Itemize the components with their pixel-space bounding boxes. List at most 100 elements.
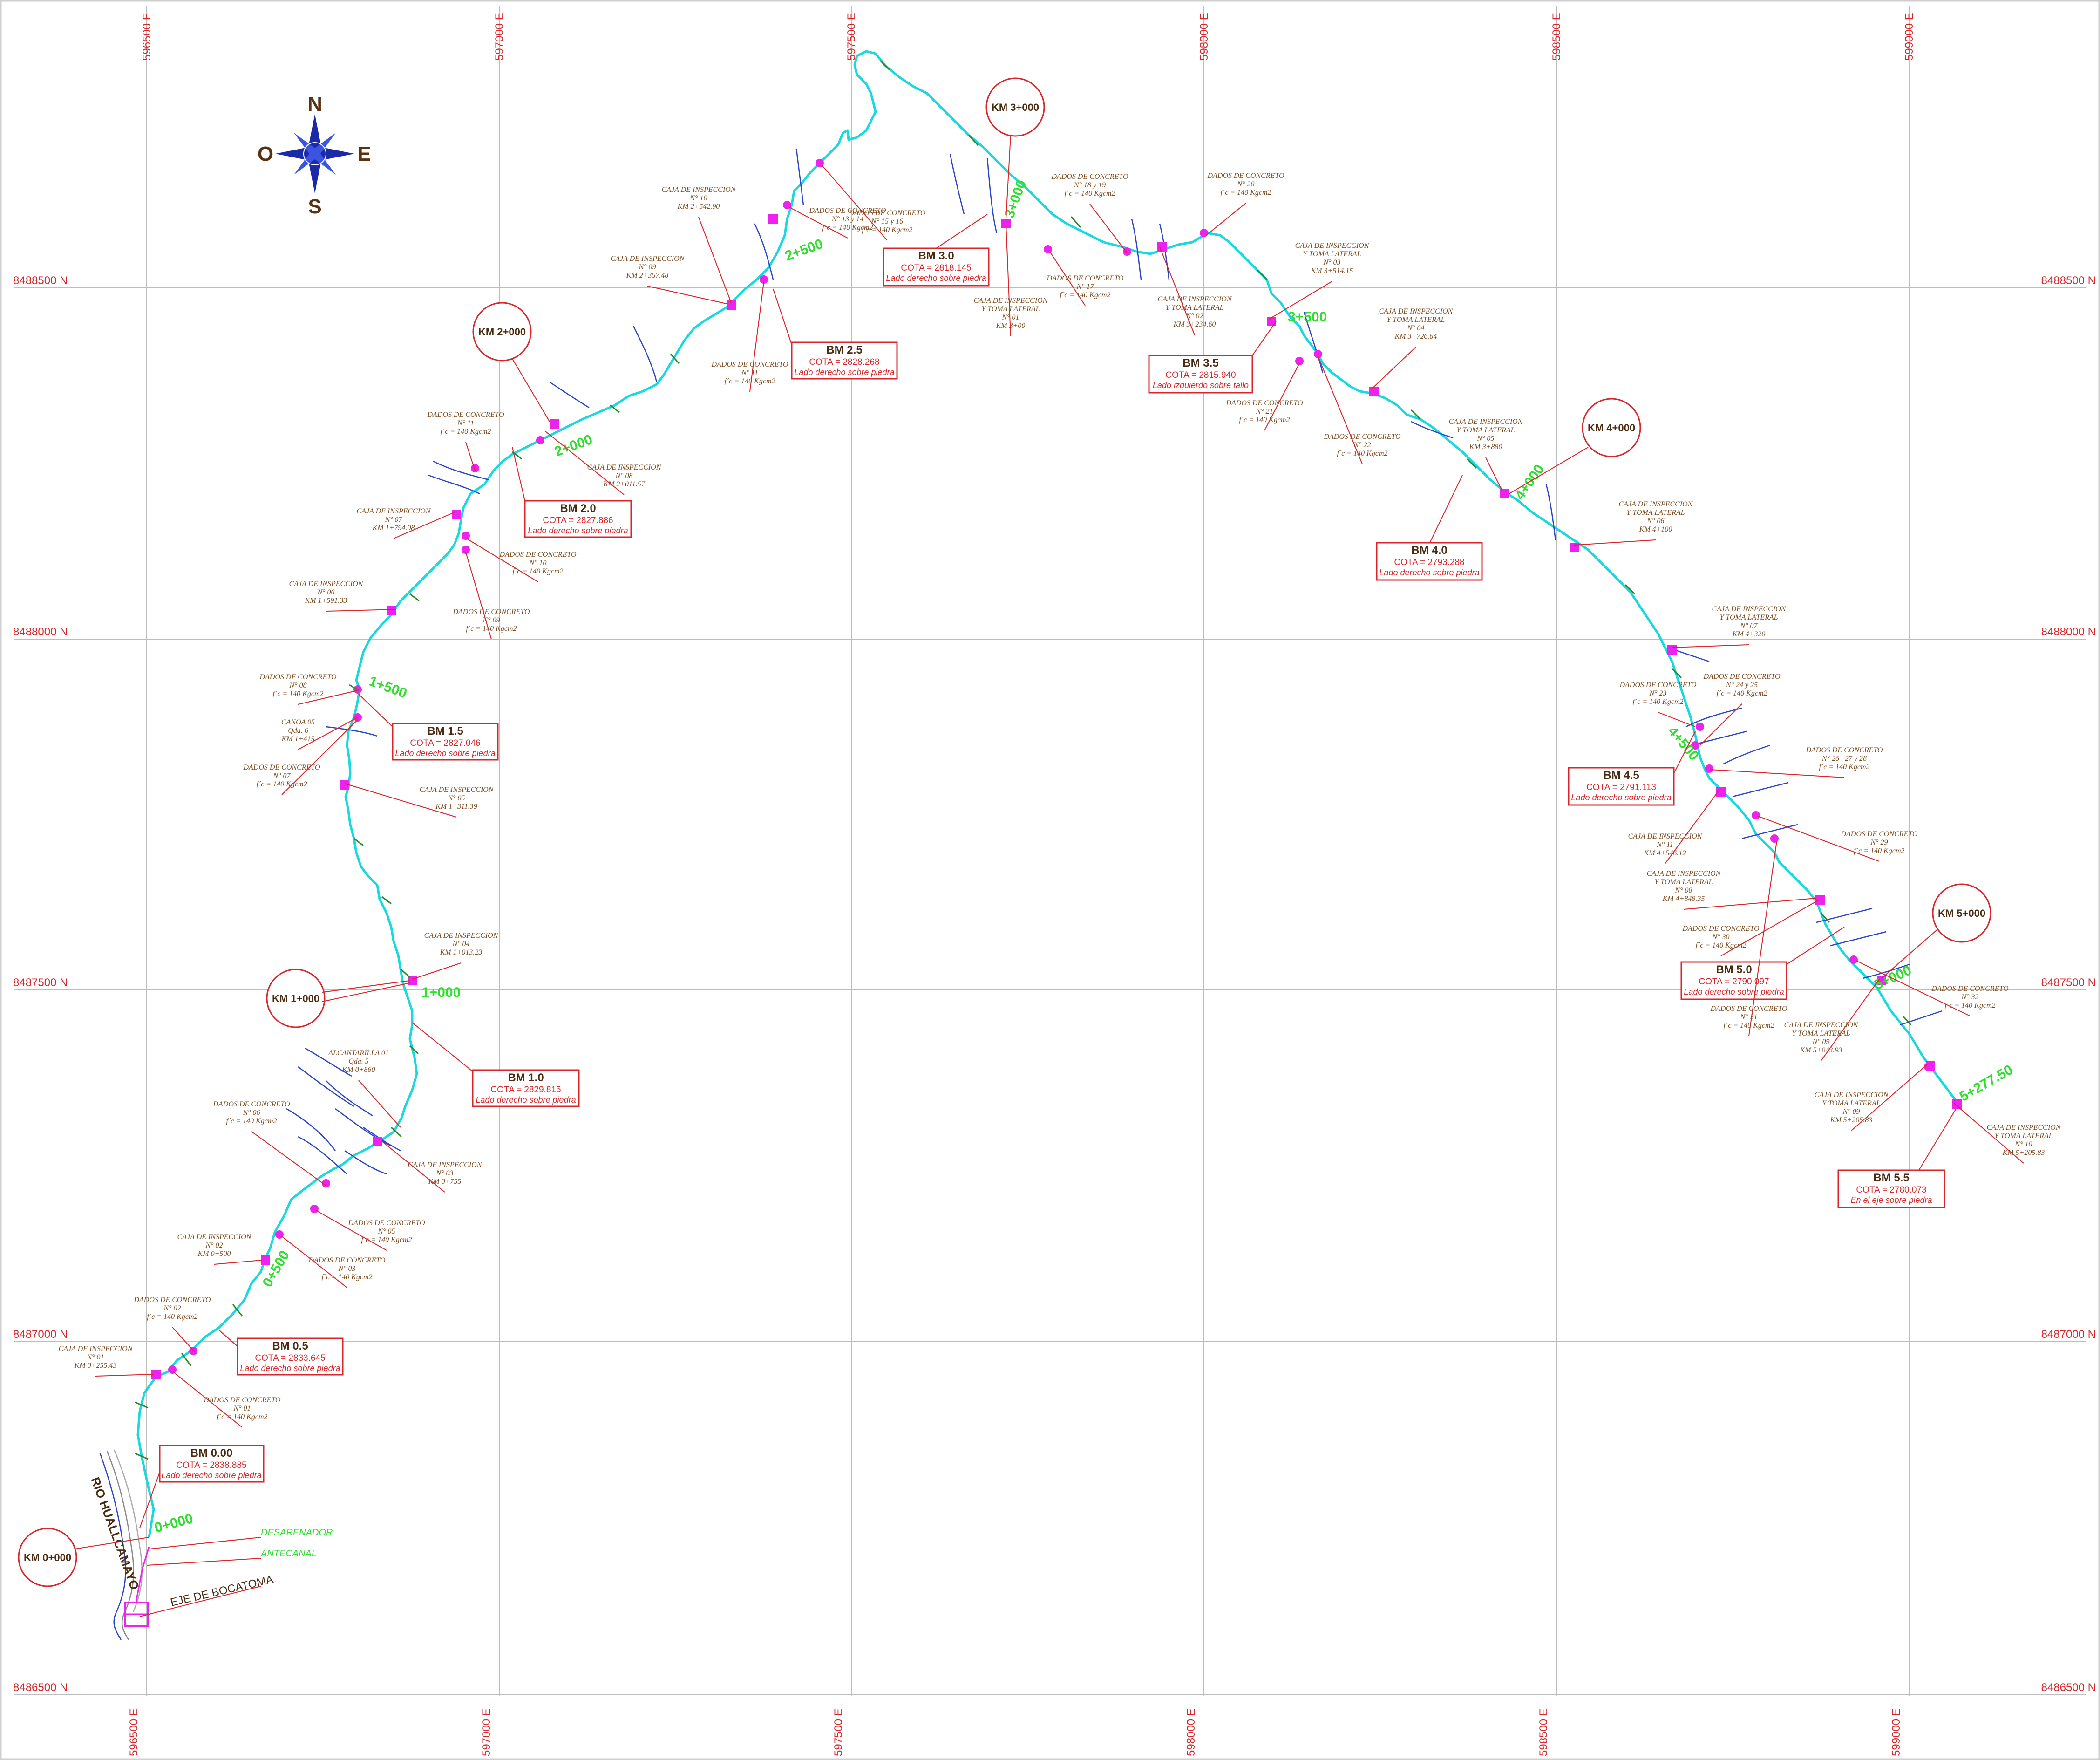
benchmark-box: BM 2.5 COTA = 2828.268 Lado derecho sobr… (773, 288, 898, 380)
benchmark-box: BM 0.00 COTA = 2838.885 Lado derecho sob… (139, 1445, 265, 1528)
annotation-line: CAJA DE INSPECCION (420, 786, 494, 794)
benchmark-note: Lado derecho sobre piedra (886, 273, 986, 283)
benchmark-box: BM 3.0 COTA = 2818.145 Lado derecho sobr… (883, 214, 990, 287)
benchmark-note: Lado derecho sobre piedra (476, 1095, 576, 1105)
annotation-line: N° 09 (482, 616, 500, 624)
annotation-line: f´c = 140 Kgcm2 (147, 1313, 198, 1321)
annotation-line: f´c = 140 Kgcm2 (1717, 689, 1767, 697)
benchmark-boxes: BM 0.00 COTA = 2838.885 Lado derecho sob… (139, 214, 1957, 1528)
bocatoma-label: EJE DE BOCATOMA (169, 1573, 274, 1609)
annotation-line: N° 08 (1674, 887, 1692, 894)
annotation-line: N° 26 , 27 y 28 (1821, 755, 1867, 763)
annotation-line: f´c = 140 Kgcm2 (822, 224, 873, 232)
benchmark-title: BM 0.5 (272, 1340, 308, 1352)
annotation-line: f´c = 140 Kgcm2 (1633, 698, 1684, 706)
easting-label: 598500 E (1537, 1708, 1550, 1756)
annotation-line: DADOS DE CONCRETO (1710, 1005, 1787, 1013)
annotation-line: DADOS DE CONCRETO (809, 207, 886, 215)
annotation-leader (1851, 1064, 1928, 1131)
annotation-line: KM 4+100 (1639, 525, 1672, 533)
annotation-leader (1855, 960, 1971, 1016)
benchmark-box: BM 2.0 COTA = 2827.886 Lado derecho sobr… (512, 447, 632, 538)
annotation-leader (1699, 703, 1742, 746)
easting-labels-bottom: 596500 E 597000 E 597500 E 598000 E 5985… (128, 1708, 1903, 1756)
station-label: 1+000 (421, 985, 461, 1000)
annotation-line: N° 07 (1740, 622, 1758, 630)
benchmark-cota: COTA = 2838.885 (176, 1460, 246, 1470)
annotation-line: KM 2+542.90 (677, 203, 720, 211)
station-label: 5+277.50 (1957, 1062, 2016, 1105)
annotation-leader (1269, 281, 1332, 320)
annotation-line: N° 06 (317, 588, 334, 596)
easting-labels-top: 596500 E 597000 E 597500 E 598000 E 5985… (141, 13, 1916, 61)
annotation-line: CAJA DE INSPECCION (587, 464, 662, 471)
annotation-leader (1006, 223, 1011, 337)
annotation-line: CAJA DE INSPECCION (289, 580, 364, 588)
benchmark-box: BM 3.5 COTA = 2815.940 Lado izquierdo so… (1148, 321, 1277, 394)
annotation-line: f´c = 140 Kgcm2 (1696, 941, 1747, 949)
coordinate-grid (14, 6, 2086, 1696)
easting-label: 598000 E (1185, 1708, 1197, 1756)
annotation-leader (1665, 789, 1720, 864)
benchmark-note: Lado derecho sobre piedra (1684, 987, 1784, 996)
annotation-line: Y TOMA LATERAL (1822, 1099, 1880, 1107)
benchmark-cota: COTA = 2790.097 (1699, 977, 1769, 987)
northing-label: 8487500 N (13, 976, 68, 989)
annotation-line: N° 11 (741, 369, 758, 377)
annotation-line: N° 06 (242, 1109, 260, 1117)
station-label: 1+500 (367, 674, 409, 702)
northing-label: 8488500 N (13, 274, 68, 287)
northing-label: 8488500 N (2041, 274, 2096, 287)
annotation-line: N° 03 (338, 1265, 355, 1273)
northing-label: 8488000 N (13, 626, 68, 638)
annotation-line: CAJA DE INSPECCION (662, 186, 736, 194)
station-label: 3+000 (1002, 178, 1030, 220)
annotation-line: N° 24 y 25 (1726, 681, 1758, 689)
annotation-line: KM 4+320 (1732, 630, 1766, 638)
benchmark-title: BM 1.5 (427, 725, 463, 737)
benchmark-title: BM 5.5 (1873, 1172, 1909, 1184)
benchmark-note: Lado derecho sobre piedra (794, 368, 894, 377)
cross-section-ticks (135, 60, 1912, 1460)
annotation-line: CAJA DE INSPECCION (611, 255, 685, 263)
annotation-leader (1485, 457, 1503, 492)
station-label: 2+500 (783, 236, 825, 264)
annotation-line: N° 01 (1001, 314, 1019, 321)
benchmark-note: Lado derecho sobre piedra (1571, 793, 1671, 802)
km-marker: KM 2+000 (472, 302, 550, 422)
annotation-leader (344, 783, 457, 818)
annotation-leader (1748, 840, 1777, 1037)
easting-label: 599000 E (1890, 1708, 1903, 1756)
annotation-line: KM 3+514.15 (1311, 267, 1353, 275)
benchmark-cota: COTA = 2818.145 (901, 263, 971, 273)
annotation-line: N° 13 y 14 (831, 215, 863, 223)
annotation-line: DADOS DE CONCRETO (1051, 173, 1128, 181)
annotation-line: CAJA DE INSPECCION (59, 1345, 133, 1353)
benchmark-note: Lado derecho sobre piedra (395, 749, 495, 758)
annotation-line: N° 02 (163, 1304, 181, 1312)
annotation-line: CAJA DE INSPECCION (357, 507, 431, 515)
station-label: 3+500 (1288, 309, 1327, 325)
annotation-line: f´c = 140 Kgcm2 (257, 780, 307, 788)
annotation-line: DADOS DE CONCRETO (499, 551, 576, 559)
km-marker-label: KM 3+000 (992, 102, 1039, 113)
annotation-line: Y TOMA LATERAL (1994, 1132, 2052, 1140)
annotation-leader (647, 286, 727, 304)
annotation-line: DADOS DE CONCRETO (259, 673, 336, 681)
annotation-leader (251, 1131, 326, 1186)
annotation-line: N° 21 (1255, 408, 1273, 416)
benchmark-box: BM 1.0 COTA = 2829.815 Lado derecho sobr… (412, 1022, 580, 1107)
annotation-line: KM 1+013.23 (440, 948, 483, 956)
annotation-leader (173, 1371, 243, 1428)
